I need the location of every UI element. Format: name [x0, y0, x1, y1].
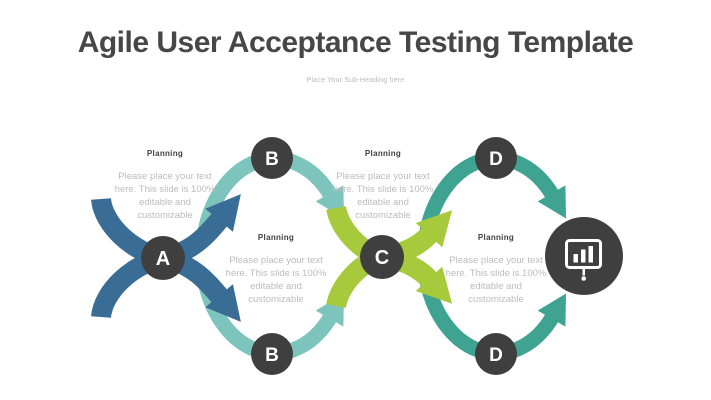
planning-block-body: Please place your text here. This slide …: [332, 171, 434, 221]
node-circle-a: [141, 236, 185, 280]
sub-heading: Place Your Sub-Heading here: [306, 77, 405, 84]
node-circle-d-bottom: [475, 333, 517, 375]
node-circle-c: [360, 235, 404, 279]
planning-block-body: Please place your text here. This slide …: [445, 255, 547, 305]
node-label-b-bottom: B: [265, 345, 279, 366]
planning-block-2: Planning Please place your text here. Th…: [224, 233, 328, 306]
planning-block-heading: Planning: [146, 149, 184, 158]
node-label-a: A: [156, 248, 170, 270]
planning-block-3: Planning Please place your text here. Th…: [331, 149, 435, 222]
node-label-b-top: B: [265, 149, 279, 170]
planning-block-heading: Planning: [257, 233, 295, 242]
planning-block-heading: Planning: [364, 149, 402, 158]
planning-block-body: Please place your text here. This slide …: [114, 171, 216, 221]
result-node: [545, 217, 623, 295]
node-circle-b-top: [251, 137, 293, 179]
planning-block-body: Please place your text here. This slide …: [225, 255, 327, 305]
planning-block-1: Planning Please place your text here. Th…: [113, 149, 217, 222]
planning-block-4: Planning Please place your text here. Th…: [444, 233, 548, 306]
page-title: Agile User Acceptance Testing Template: [77, 26, 634, 59]
presentation-chart-icon: [565, 239, 602, 281]
planning-block-heading: Planning: [477, 233, 515, 242]
node-label-c: C: [375, 247, 389, 269]
node-label-d-top: D: [489, 149, 503, 170]
node-circle-d-top: [475, 137, 517, 179]
node-label-d-bottom: D: [489, 345, 503, 366]
node-circle-b-bottom: [251, 333, 293, 375]
